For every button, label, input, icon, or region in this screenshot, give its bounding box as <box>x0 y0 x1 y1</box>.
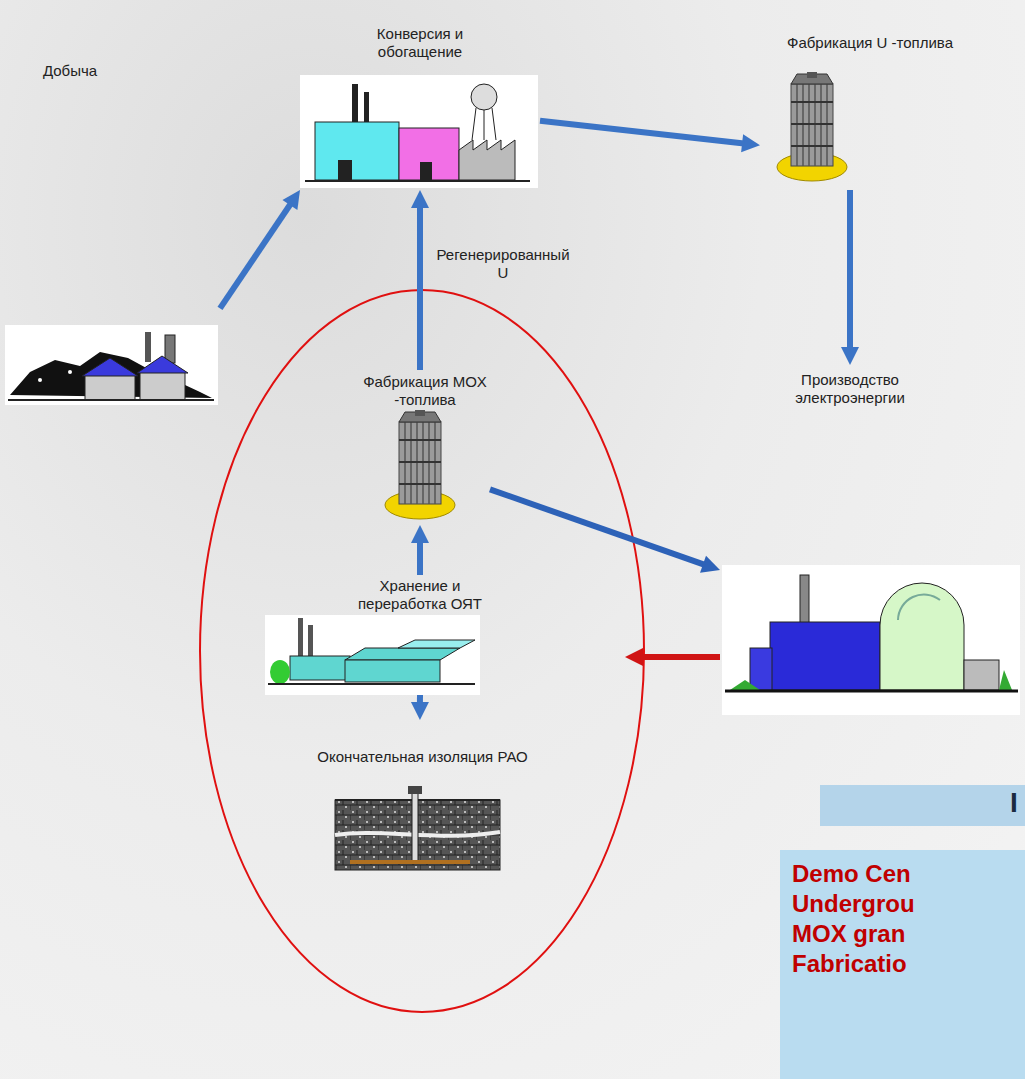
flow-arrow <box>540 121 760 152</box>
process-node: Фабрикация U -топлива <box>760 30 975 190</box>
repository-icon <box>335 786 500 870</box>
process-node: Производство электроэнергии <box>720 365 1020 715</box>
process-node: Конверсия и обогащение <box>300 25 540 190</box>
flow-arrow <box>411 190 429 370</box>
node-label: Фабрикация MOX -топлива <box>360 373 490 409</box>
flow-arrow <box>490 489 720 572</box>
edge-label: Регенерированный U <box>433 246 573 282</box>
note-text: Undergrou <box>792 890 915 918</box>
note-text: Demo Cen <box>792 860 911 888</box>
node-label: Хранение и переработка ОЯТ <box>355 577 485 613</box>
note-text: Fabricatio <box>792 950 907 978</box>
process-node: Добыча <box>5 60 220 405</box>
note-text: I <box>1010 787 1018 819</box>
note-text: MOX gran <box>792 920 905 948</box>
title-panel <box>820 785 1025 826</box>
flow-arrow <box>411 695 429 720</box>
flow-arrow <box>220 190 300 308</box>
node-label: Добыча <box>25 62 115 80</box>
flow-arrow <box>625 648 720 666</box>
fuel-assembly-icon <box>385 410 455 519</box>
node-label: Производство электроэнергии <box>785 371 915 407</box>
fuel-assembly-icon <box>777 72 847 181</box>
flow-arrow <box>841 190 859 365</box>
node-label: Окончательная изоляция РАО <box>317 748 528 766</box>
reprocessing-icon <box>265 615 480 695</box>
process-node: Хранение и переработка ОЯТ <box>265 575 625 695</box>
factory-icon <box>300 75 538 188</box>
mine-icon <box>5 325 218 405</box>
process-node: Окончательная изоляция РАО <box>315 720 530 875</box>
process-node: Фабрикация MOX -топлива <box>360 370 490 525</box>
note-panel <box>780 850 1025 1079</box>
node-label: Конверсия и обогащение <box>350 25 490 61</box>
node-label: Фабрикация U -топлива <box>770 34 970 52</box>
power-plant-icon <box>722 565 1020 715</box>
flow-arrow <box>411 525 429 575</box>
